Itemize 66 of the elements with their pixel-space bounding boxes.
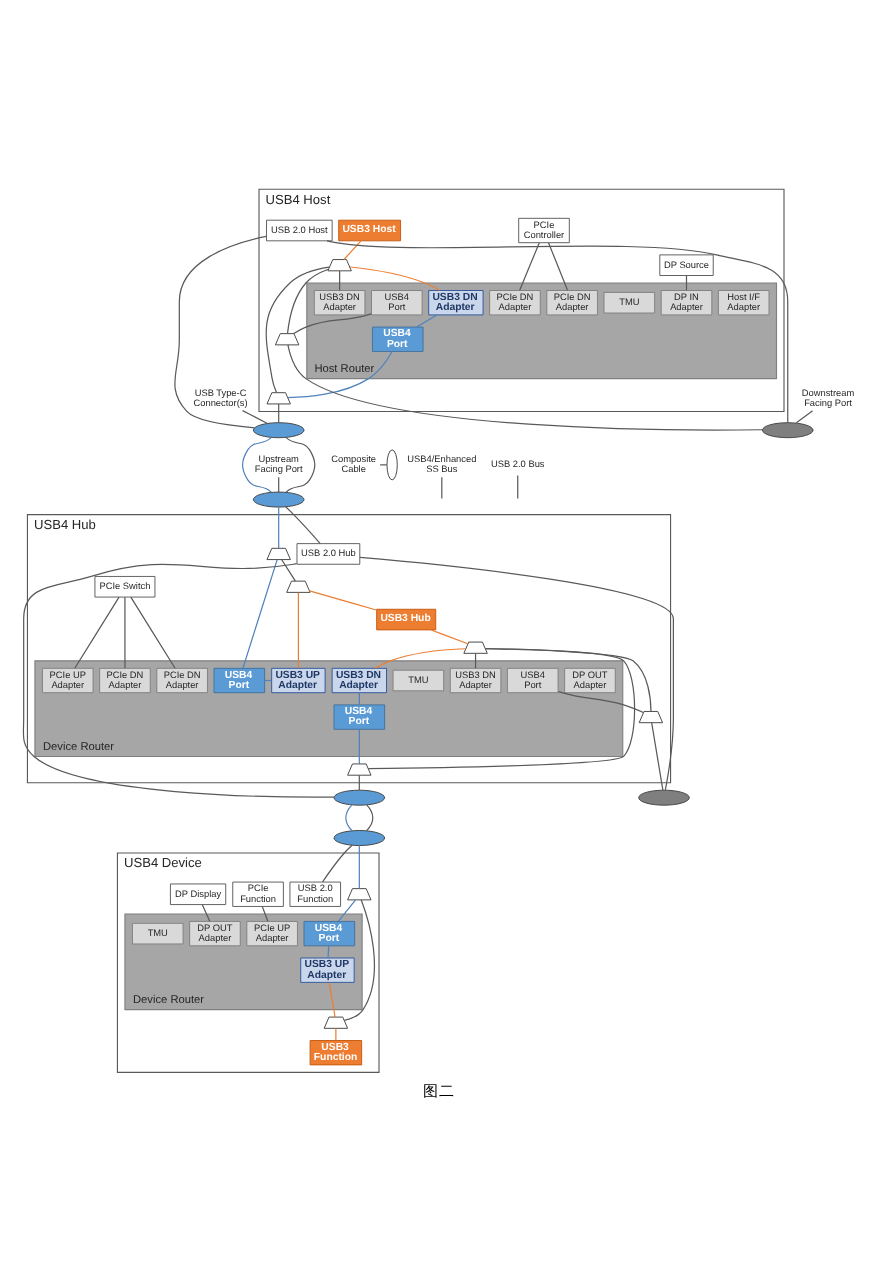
connector [281,558,296,581]
connector [201,903,211,921]
connector [241,408,269,424]
node-trapezoid [347,887,372,900]
connector [278,505,280,548]
connector [557,690,644,713]
node-oval [252,490,305,507]
node-trapezoid [286,579,311,592]
connector [22,562,335,797]
connector [321,843,353,882]
connector [326,239,789,422]
connector [335,1026,337,1040]
node-ellipse [386,448,398,480]
node-oval [638,788,690,805]
connector [379,463,388,465]
connector [328,981,336,1017]
connector [484,647,652,711]
connector [285,505,321,543]
connector [285,436,316,492]
connector [343,898,375,1021]
node-oval [333,788,386,805]
connector [265,265,330,393]
connector [430,628,469,644]
connector [374,647,467,668]
connector [278,402,280,423]
connector [343,239,362,260]
connector [349,265,440,290]
node-trapezoid [274,332,300,345]
node-trapezoid [463,640,488,653]
connector [327,944,330,958]
node-trapezoid [347,762,372,775]
node-oval [761,421,814,438]
node-trapezoid [327,258,352,271]
node-trapezoid [266,546,291,560]
connector [795,409,814,423]
caption: 图二 [423,1080,455,1099]
connector [345,803,353,831]
node-trapezoid [638,709,664,723]
connector [241,436,272,492]
connector [651,721,664,790]
connector [242,558,278,668]
connector [287,343,763,430]
connector [547,241,569,290]
connector [416,313,438,327]
connector [519,241,540,290]
connector [441,475,443,499]
connector [358,844,360,889]
connector [174,234,267,428]
connector [358,727,360,764]
connector [337,898,356,921]
connector [517,473,519,499]
connector [297,591,299,668]
node-oval [252,421,305,438]
connector [287,350,393,398]
node-oval [333,829,386,845]
connector [261,905,269,921]
connector [74,595,120,668]
connector [286,267,330,334]
connector [130,595,176,668]
connector [366,803,374,831]
connector [293,312,372,334]
connector [339,269,341,290]
node-trapezoid [323,1015,349,1028]
connector [124,595,126,668]
connector [308,589,377,610]
node-trapezoid [266,391,291,404]
